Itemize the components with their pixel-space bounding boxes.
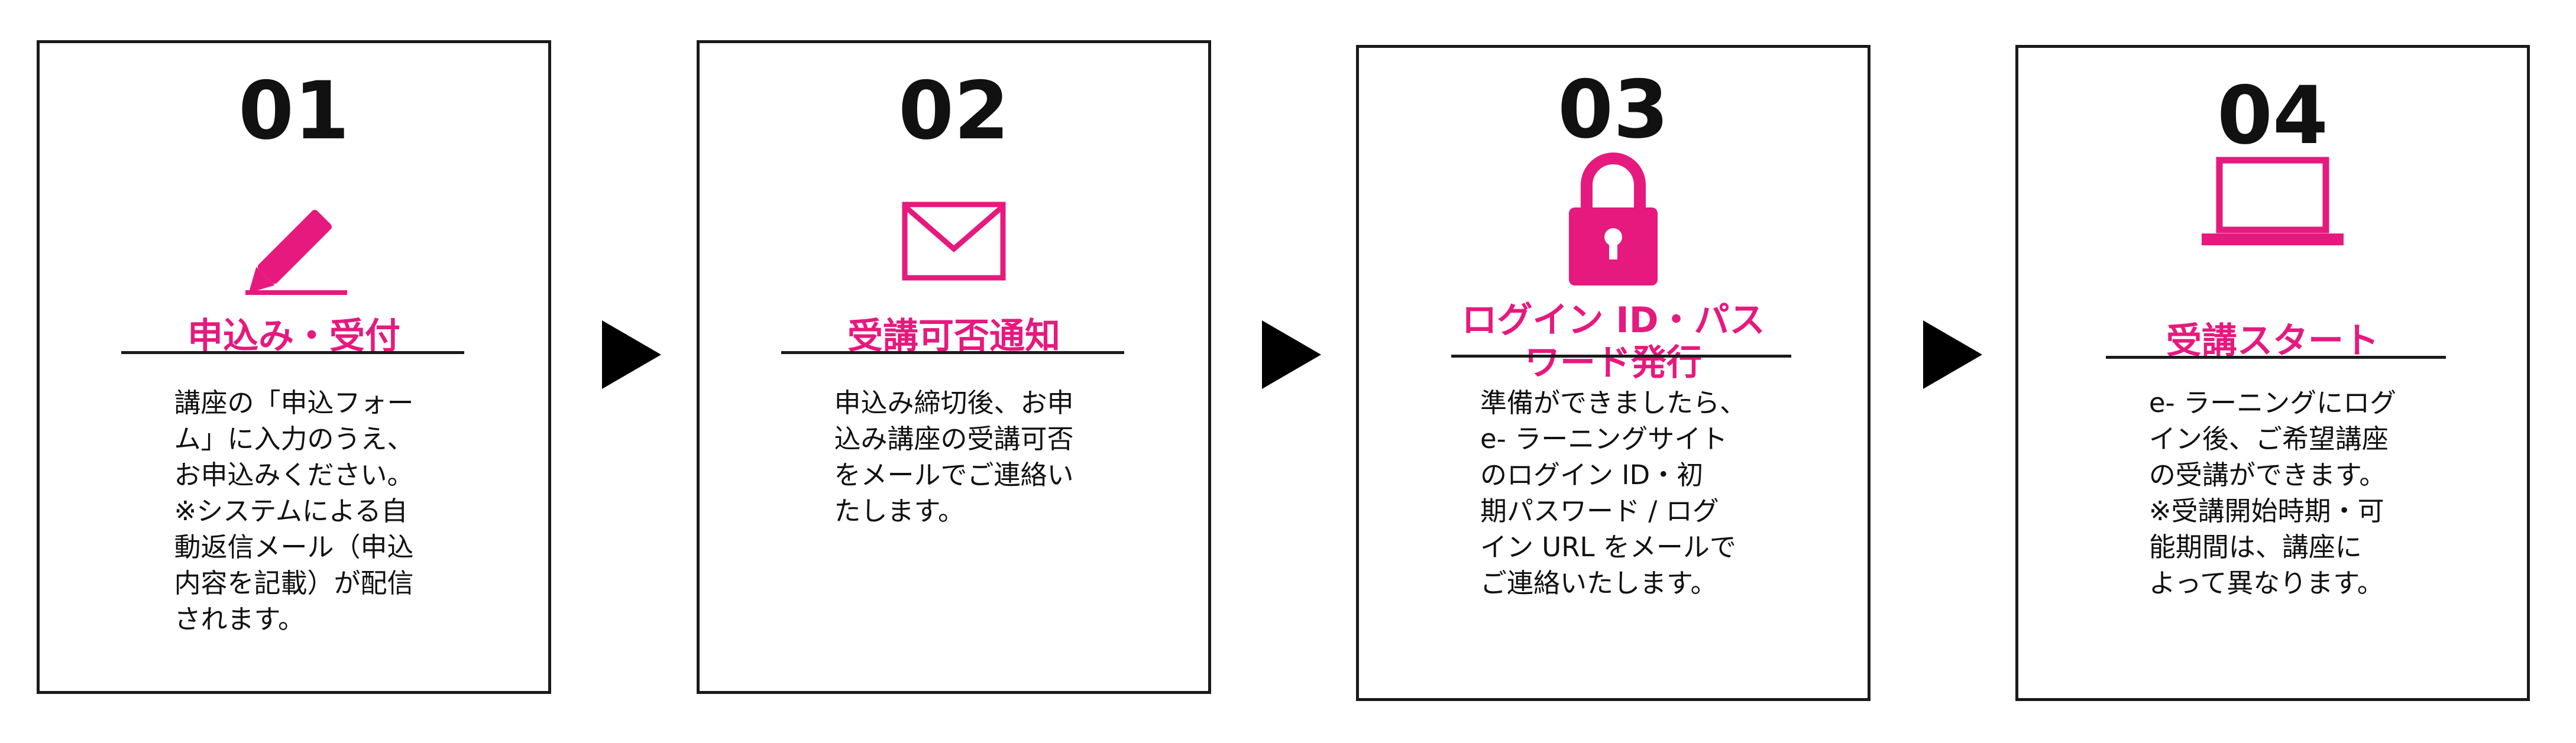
step-title: ログイン ID・パス ワード発行 [1461, 300, 1765, 384]
step-divider [121, 351, 464, 354]
step-number: 01 [238, 64, 349, 157]
step-divider [781, 351, 1124, 354]
step-card-04: 04 受講スタート e- ラーニングにログ イン後、ご希望講座 の受講ができます… [2015, 45, 2530, 701]
step-description: 準備ができましたら、 e- ラーニングサイト のログイン ID・初 期パスワード… [1480, 387, 1746, 599]
step-number: 03 [1558, 63, 1669, 156]
envelope-icon [902, 202, 1006, 281]
step-description: e- ラーニングにログ イン後、ご希望講座 の受講ができます。 ※受講開始時期・… [2148, 387, 2397, 599]
step-divider [1451, 355, 1791, 358]
step-title: 申込み・受付 [187, 316, 400, 357]
next-arrow-icon [602, 320, 661, 389]
laptop-icon [2202, 157, 2344, 245]
step-card-03: 03 ログイン ID・パス ワード発行 準備ができましたら、 e- ラーニングサ… [1356, 45, 1870, 701]
step-description: 講座の「申込フォー ム」に入力のうえ、 お申込みください。 ※システムによる自 … [174, 387, 414, 635]
next-arrow-icon [1923, 320, 1982, 389]
step-card-01: 01 申込み・受付 講座の「申込フォー ム」に入力のうえ、 お申込みください。 … [37, 40, 551, 694]
step-title: 受講スタート [2166, 320, 2379, 362]
step-title: 受講可否通知 [847, 316, 1060, 357]
next-arrow-icon [1262, 320, 1321, 389]
step-description: 申込み締切後、お申 込み講座の受講可否 をメールでご連絡い たします。 [834, 387, 1074, 527]
step-number: 04 [2217, 69, 2328, 162]
step-divider [2106, 356, 2446, 359]
pencil-icon [245, 210, 347, 295]
step-number: 02 [898, 64, 1009, 157]
step-card-02: 02 受講可否通知 申込み締切後、お申 込み講座の受講可否 をメールでご連絡い … [697, 40, 1211, 694]
lock-icon [1569, 153, 1658, 285]
